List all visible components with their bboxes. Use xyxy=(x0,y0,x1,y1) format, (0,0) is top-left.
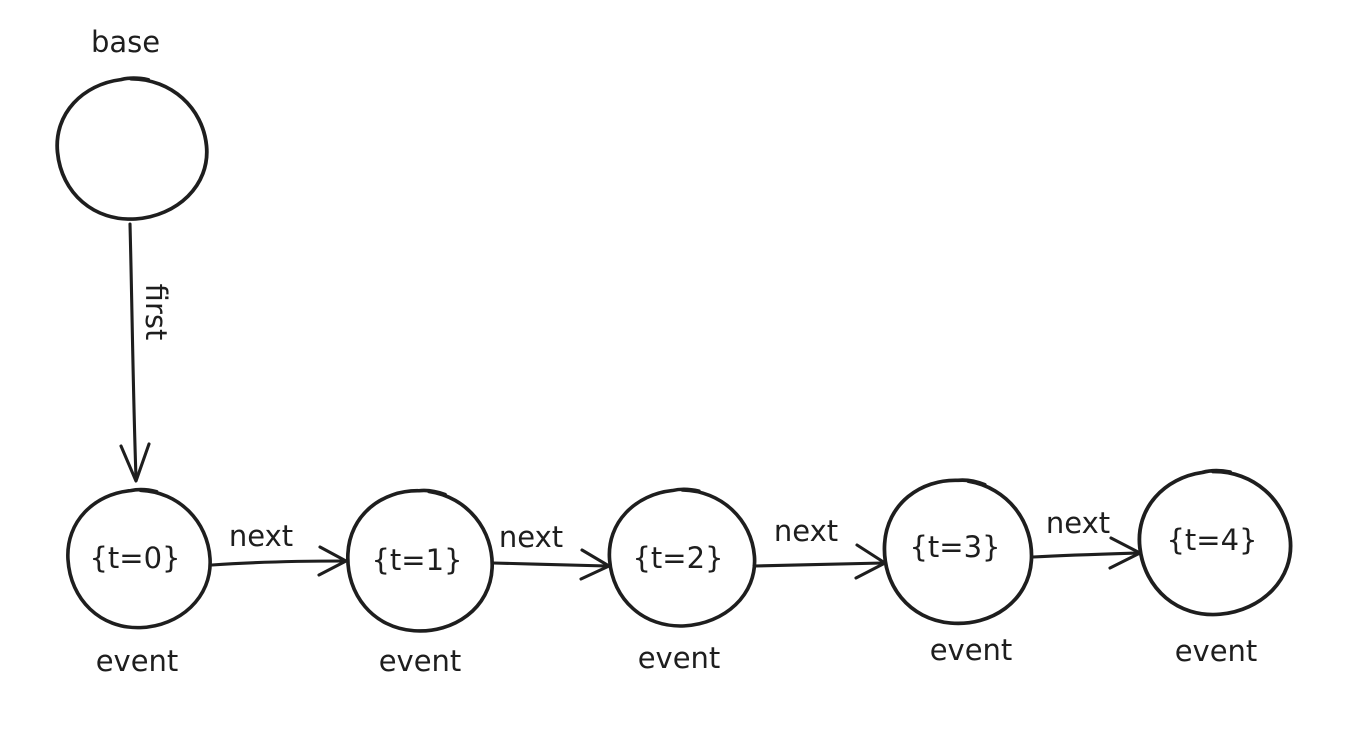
edge-next-1-label[interactable]: next xyxy=(499,520,563,554)
edge-next-1[interactable] xyxy=(491,548,611,581)
base-node[interactable] xyxy=(50,71,214,226)
edge-next-3-label[interactable]: next xyxy=(1046,506,1110,540)
event-node-3[interactable]: {t=3} xyxy=(876,471,1040,632)
event-node-2-caption[interactable]: event xyxy=(638,641,721,675)
event-node-0[interactable]: {t=0} xyxy=(63,485,215,632)
event-node-3-caption[interactable]: event xyxy=(930,633,1013,667)
base-node-circle xyxy=(50,71,214,226)
edge-next-0-line xyxy=(210,559,346,567)
edge-next-3-line xyxy=(1031,551,1140,559)
edge-first[interactable] xyxy=(119,222,151,483)
edge-next-3[interactable] xyxy=(1031,536,1142,570)
event-node-4[interactable]: {t=4} xyxy=(1131,462,1299,623)
event-node-4-caption[interactable]: event xyxy=(1175,634,1258,668)
event-node-4-value: {t=4} xyxy=(1166,523,1257,557)
edge-next-0-arrowhead-icon xyxy=(317,545,348,577)
base-node-caption[interactable]: base xyxy=(91,25,160,59)
edge-next-2-line xyxy=(752,561,885,568)
edge-next-2-label[interactable]: next xyxy=(774,514,838,548)
edge-next-0[interactable] xyxy=(210,545,348,577)
edge-next-1-line xyxy=(491,561,609,568)
event-node-0-caption[interactable]: event xyxy=(96,644,179,678)
event-node-2[interactable]: {t=2} xyxy=(604,483,760,632)
edge-next-2-arrowhead-icon xyxy=(854,543,887,580)
edge-next-0-label[interactable]: next xyxy=(229,519,293,553)
event-node-1-value: {t=1} xyxy=(371,543,462,577)
edge-next-2[interactable] xyxy=(752,543,887,580)
event-node-2-value: {t=2} xyxy=(632,541,723,575)
event-node-3-value: {t=3} xyxy=(909,530,1000,564)
edge-first-line xyxy=(128,222,138,480)
event-node-0-value: {t=0} xyxy=(89,541,180,575)
edge-first-arrowhead-icon xyxy=(119,442,151,483)
event-node-1-caption[interactable]: event xyxy=(379,644,462,678)
edge-first-label[interactable]: first xyxy=(139,284,173,341)
event-node-1[interactable]: {t=1} xyxy=(341,483,500,638)
